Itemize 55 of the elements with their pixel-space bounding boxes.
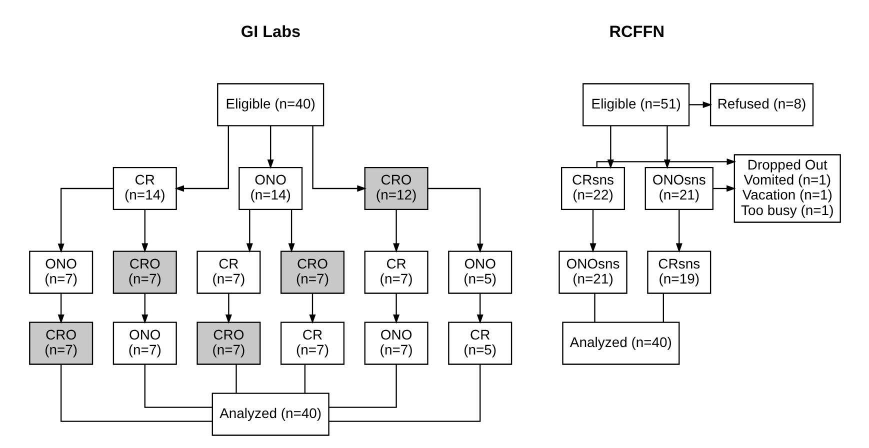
arrow [57,188,113,253]
node-box: ONO (n=5) [448,250,512,294]
node-box: ONOsns (n=21) [558,250,627,294]
arrow [476,294,483,324]
node-box: CR (n=7) [196,250,260,294]
arrow [141,294,148,324]
node-box: CR (n=5) [448,322,512,365]
connector [328,364,396,408]
node-box: ONOsns (n=21) [644,166,713,210]
arrow [266,126,274,169]
arrow [596,158,736,168]
arrow [392,210,400,253]
node-box: Eligible (n=40) [216,83,324,126]
node-box: Analyzed (n=40) [562,322,680,365]
node-box: Analyzed (n=40) [211,392,329,436]
arrow [675,210,682,253]
node-box: CRO (n=7) [112,250,176,294]
node-box: Dropped Out Vomited (n=1) Vacation (n=1) Too busy (n=1) [733,154,840,223]
node-box: CR (n=14) [112,166,176,210]
node-box: ONO (n=7) [28,250,93,294]
arrow [308,294,316,324]
node-box: CR (n=7) [280,322,344,365]
arrow [392,294,400,324]
connector [235,364,236,394]
arrow [246,210,252,253]
connector [328,364,480,422]
arrow [688,101,712,108]
arrow [288,210,294,253]
connector [594,294,595,322]
connector [662,294,664,322]
connector [144,364,212,408]
arrow [427,188,483,253]
node-box: CRsns (n=19) [646,250,711,294]
node-box: CRO (n=7) [280,250,344,294]
label: GI Labs [240,22,300,41]
node-box: ONO (n=7) [364,322,428,365]
node-box: CRsns (n=22) [560,166,625,210]
node-box: Refused (n=8) [709,83,814,126]
arrow [57,294,64,324]
arrow [174,126,228,192]
arrow [589,210,596,253]
node-box: CR (n=7) [364,250,428,294]
label: RCFFN [608,22,664,41]
arrow [224,294,232,324]
connector [60,364,212,422]
node-box: CRO (n=7) [28,322,93,365]
node-box: ONO (n=7) [112,322,176,365]
connector [304,364,306,394]
arrow [312,126,366,192]
arrow [141,210,148,253]
node-box: Eligible (n=51) [582,83,690,126]
node-box: CRO (n=12) [364,166,428,210]
node-box: ONO (n=14) [238,166,302,210]
arrow [712,185,736,192]
node-box: CRO (n=7) [196,322,260,365]
